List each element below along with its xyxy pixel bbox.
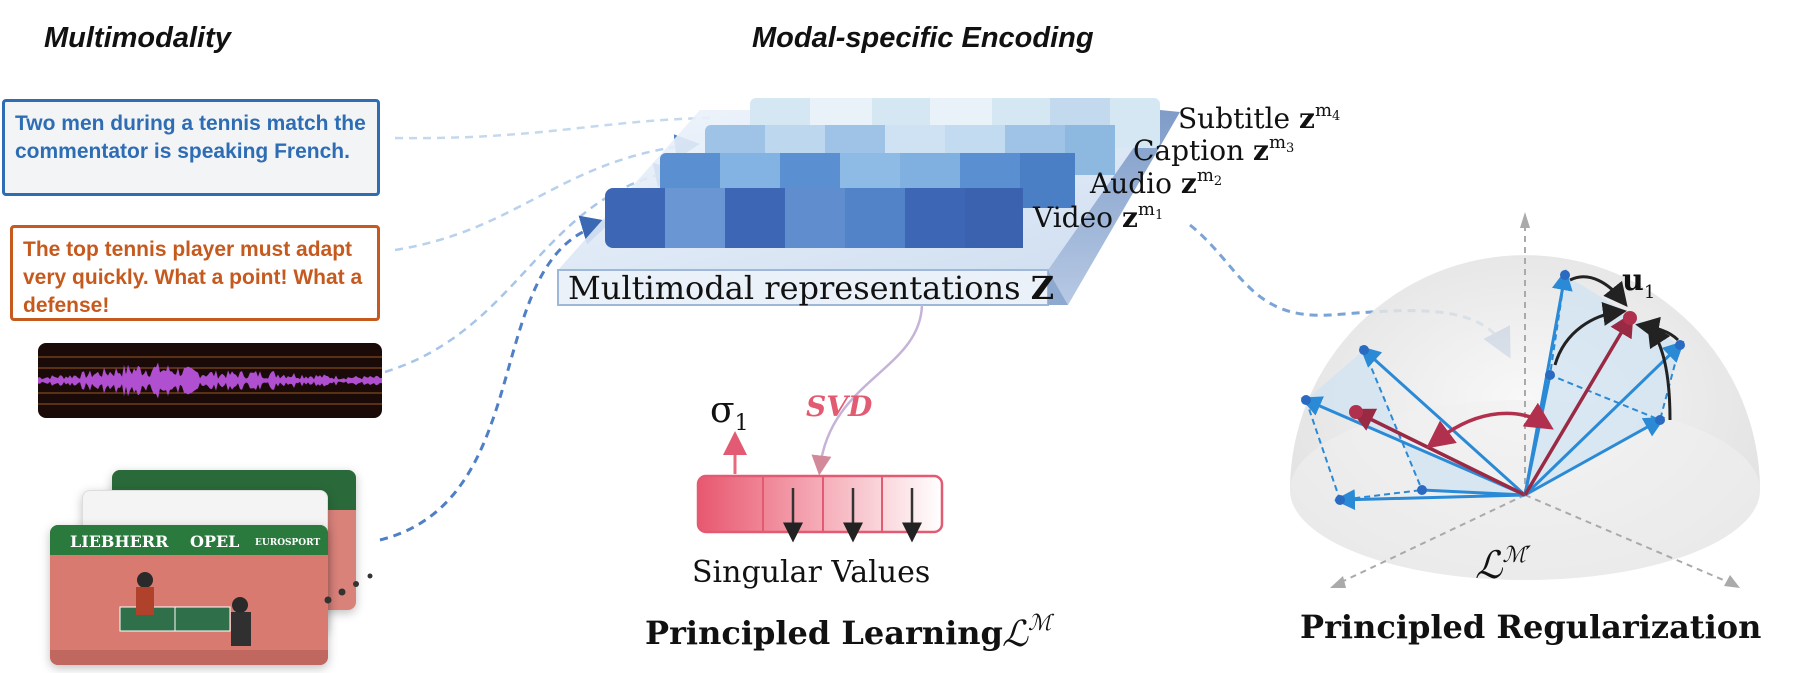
caption-text: The top tennis player must adapt very qu… [23, 238, 363, 317]
label-video: Video zm1 [1032, 199, 1163, 234]
svd-label: SVD [806, 390, 873, 423]
convergence-arrows [1553, 275, 1680, 421]
singular-down-arrows [783, 488, 922, 543]
sigma-label: σ1 [710, 390, 749, 436]
modality-labels: Subtitle zm4 Caption zm3 Audio zm2 Video… [1032, 100, 1340, 234]
input-connectors [379, 116, 711, 542]
connector-svd [811, 304, 924, 476]
label-subtitle: Subtitle zm4 [1178, 100, 1340, 135]
video-frame-front: LIEBHERR OPEL EUROSPORT [50, 525, 328, 665]
sphere-axes [1334, 222, 1736, 586]
encoding-heading: Modal-specific Encoding [752, 22, 1094, 54]
multimodality-heading: Multimodality [44, 22, 231, 54]
axis-arrow-up [1520, 212, 1530, 228]
caption-text-box: The top tennis player must adapt very qu… [10, 225, 380, 321]
banner-liebherr: LIEBHERR [70, 532, 169, 551]
axis-arrow-left [1330, 576, 1346, 588]
audio-waveform-graphic [38, 356, 382, 405]
connector-caption [394, 134, 700, 252]
banner-opel: OPEL [190, 532, 239, 551]
subtitle-text: Two men during a tennis match the commen… [15, 112, 366, 163]
singular-values-label: Singular Values [692, 555, 930, 590]
label-caption: Caption zm3 [1133, 132, 1294, 167]
alignment-arrow [1425, 402, 1554, 449]
connector-video [379, 215, 612, 542]
learning-loss-symbol: ℒℳ [1002, 611, 1055, 655]
label-audio: Audio zm2 [1089, 165, 1222, 200]
audio-waveform [38, 343, 382, 418]
regularization-loss-symbol: ℒℳ′ [1475, 543, 1531, 587]
layer-video [605, 188, 1023, 248]
principled-learning-title: Principled Learning [645, 614, 1003, 652]
connector-subtitle [394, 116, 711, 140]
subtitle-text-box: Two men during a tennis match the commen… [2, 99, 380, 196]
representation-label: Multimodal representations Z [568, 269, 1054, 307]
principled-regularization-title: Principled Regularization [1300, 608, 1761, 646]
singular-value-bar [696, 474, 944, 534]
u1-label: u1 [1622, 263, 1655, 303]
banner-eurosport: EUROSPORT [255, 538, 320, 548]
video-ellipsis-dots [324, 573, 373, 604]
axis-arrow-right [1724, 575, 1740, 588]
